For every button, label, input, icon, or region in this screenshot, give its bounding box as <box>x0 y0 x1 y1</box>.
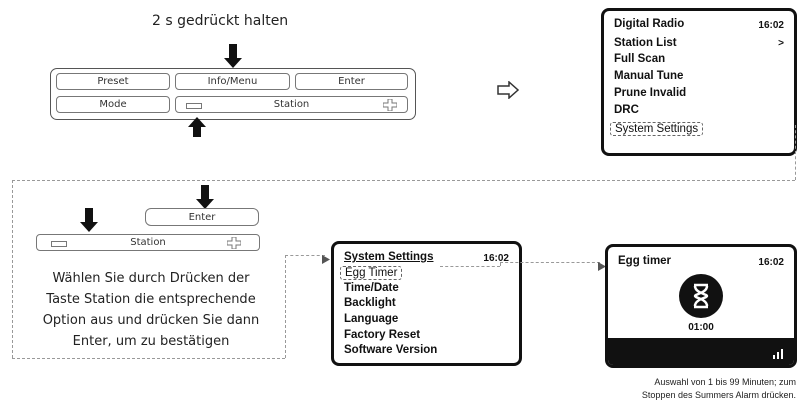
menu-item[interactable]: Station List <box>614 37 677 49</box>
flow-connector <box>12 180 795 181</box>
menu-item[interactable]: Prune Invalid <box>614 87 687 99</box>
menu-item[interactable]: Backlight <box>344 297 396 309</box>
submenu-arrow: > <box>778 38 784 49</box>
info-menu-key[interactable]: Info/Menu <box>175 73 290 90</box>
arrow-down-station-icon <box>80 208 98 232</box>
screen-digital-radio: Digital Radio 16:02 Station List > Full … <box>601 8 797 156</box>
menu-item[interactable]: Language <box>344 313 399 325</box>
screen-footer-bar <box>608 338 794 365</box>
screen-egg-timer: Egg timer 16:02 01:00 <box>605 244 797 368</box>
arrow-down-info-icon <box>224 44 242 68</box>
screen-system-settings: System Settings 16:02 Egg Timer Time/Dat… <box>331 241 522 366</box>
connector-arrowhead-icon <box>322 251 330 269</box>
flow-connector <box>285 255 325 256</box>
menu-item-selected[interactable]: Egg Timer <box>340 266 403 280</box>
next-step-arrow-icon <box>497 80 520 104</box>
screen-title: Egg timer <box>618 255 672 267</box>
menu-item[interactable]: Time/Date <box>344 282 399 294</box>
plus-icon <box>226 236 242 250</box>
screen-time: 16:02 <box>758 257 784 268</box>
minus-icon <box>51 241 67 247</box>
station-label: Station <box>273 99 310 110</box>
menu-item[interactable]: Software Version <box>344 344 438 356</box>
arrow-up-station-icon <box>188 117 206 137</box>
egg-timer-note: Auswahl von 1 bis 99 Minuten; zum Stoppe… <box>641 377 796 400</box>
flow-connector <box>440 266 500 267</box>
hourglass-icon <box>679 274 723 318</box>
flow-connector <box>500 262 501 266</box>
flow-connector <box>795 125 796 180</box>
station-key[interactable]: Station <box>175 96 408 113</box>
plus-icon <box>382 98 398 112</box>
station-key-bottom[interactable]: Station <box>36 234 260 251</box>
mode-key[interactable]: Mode <box>56 96 170 113</box>
enter-key-bottom[interactable]: Enter <box>145 208 259 226</box>
enter-key[interactable]: Enter <box>295 73 408 90</box>
menu-item[interactable]: DRC <box>614 104 639 116</box>
menu-item[interactable]: Full Scan <box>614 53 666 65</box>
screen-title: Digital Radio <box>614 18 685 30</box>
menu-item-selected[interactable]: System Settings <box>610 122 704 136</box>
preset-key[interactable]: Preset <box>56 73 170 90</box>
hold-hint: 2 s gedrückt halten <box>152 13 289 29</box>
countdown-value: 01:00 <box>688 322 714 333</box>
menu-item[interactable]: Factory Reset <box>344 329 421 341</box>
flow-connector <box>500 262 600 263</box>
arrow-down-enter-icon <box>196 185 214 209</box>
flow-connector <box>12 358 285 359</box>
screen-time: 16:02 <box>483 253 509 264</box>
connector-arrowhead-icon <box>598 258 606 276</box>
flow-connector <box>285 255 286 358</box>
menu-item[interactable]: Manual Tune <box>614 70 684 82</box>
signal-icon <box>772 346 784 364</box>
screen-title: System Settings <box>344 251 434 263</box>
flow-connector <box>12 180 13 358</box>
instruction-text: Wählen Sie durch Drücken der Taste Stati… <box>42 271 260 349</box>
minus-icon <box>186 103 202 109</box>
station-label: Station <box>130 237 166 248</box>
screen-time: 16:02 <box>758 20 784 31</box>
